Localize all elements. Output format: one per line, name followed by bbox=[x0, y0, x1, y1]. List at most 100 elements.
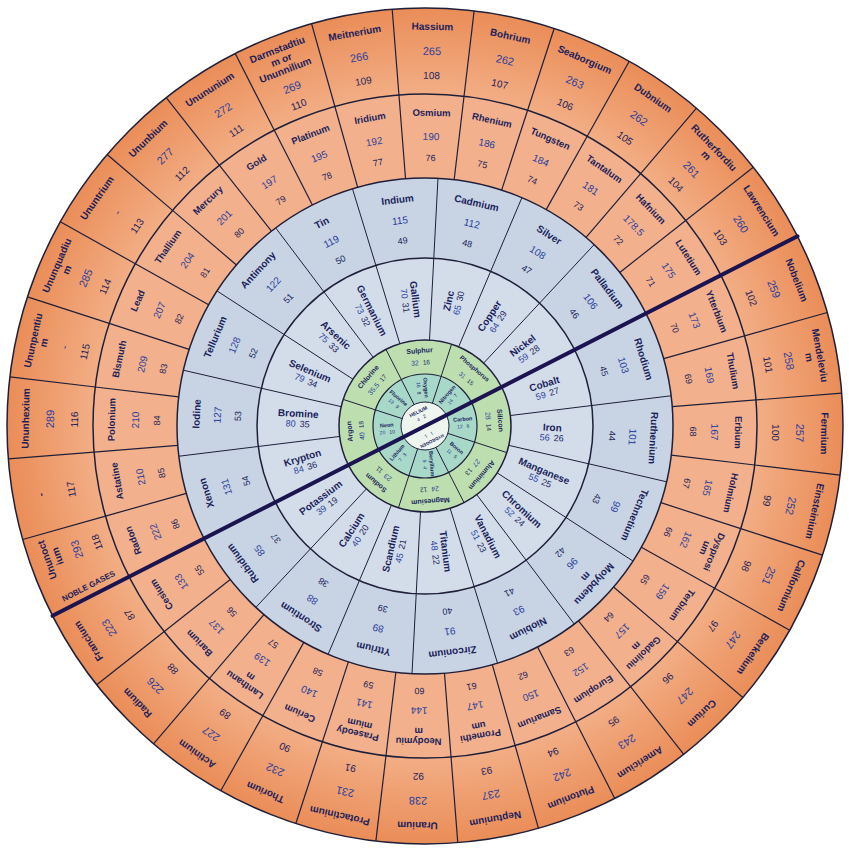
atomic-number: 16 bbox=[422, 359, 430, 367]
atomic-mass: 157 bbox=[612, 621, 632, 640]
atomic-number: 55 bbox=[193, 563, 207, 577]
atomic-mass: 91 bbox=[444, 626, 456, 638]
atomic-number: 74 bbox=[525, 175, 538, 188]
sector-divider bbox=[8, 452, 94, 459]
cell-content: Neodymium14460 bbox=[396, 675, 444, 756]
atomic-number: 72 bbox=[611, 234, 625, 248]
atomic-number: 36 bbox=[306, 461, 318, 473]
atomic-number: 15 bbox=[465, 377, 474, 386]
atomic-number: 6 bbox=[466, 424, 469, 430]
element-cell: Argon4018 bbox=[340, 410, 373, 452]
number-row: 4018 bbox=[358, 421, 367, 441]
element-name: Dysprosium bbox=[690, 525, 728, 576]
atomic-number: 107 bbox=[491, 76, 510, 90]
atomic-number: 31 bbox=[399, 302, 410, 313]
atomic-number: 46 bbox=[567, 307, 581, 321]
number-row: 2412 bbox=[420, 484, 440, 493]
element-name: Einsteinium bbox=[803, 483, 826, 541]
atomic-number: 3 bbox=[403, 452, 409, 458]
sector-divider bbox=[474, 587, 497, 664]
element-name: Tin bbox=[312, 214, 330, 231]
atomic-mass: 147 bbox=[466, 699, 484, 713]
atomic-number: 113 bbox=[128, 216, 146, 235]
atomic-mass: 99 bbox=[609, 500, 623, 515]
atomic-mass: 269 bbox=[282, 78, 304, 96]
atomic-number: 99 bbox=[761, 495, 774, 508]
atomic-mass: 131 bbox=[219, 477, 234, 496]
atomic-mass: 204 bbox=[178, 250, 197, 270]
atomic-number: 94 bbox=[546, 746, 560, 760]
atomic-mass: 40 bbox=[350, 535, 364, 549]
element-name: Neptunium bbox=[468, 809, 521, 829]
number-row: 126 bbox=[457, 424, 470, 430]
element-name: Rhodium bbox=[632, 337, 655, 382]
atomic-number: 103 bbox=[711, 227, 729, 247]
atomic-number: 42 bbox=[552, 544, 566, 558]
atomic-number: 11 bbox=[375, 465, 385, 475]
atomic-mass: 257 bbox=[794, 424, 806, 443]
atomic-mass: 89 bbox=[372, 622, 385, 635]
atomic-mass: - bbox=[58, 344, 71, 350]
number-row: 7031 bbox=[397, 288, 410, 313]
atomic-mass: 32 bbox=[410, 360, 418, 368]
element-name: Niobium bbox=[509, 616, 550, 644]
cell-content: Osmium19076 bbox=[407, 96, 455, 177]
element-name: Protactinium bbox=[308, 804, 370, 828]
element-cell: Uranium23892 bbox=[386, 758, 450, 843]
element-name: Iodine bbox=[190, 399, 203, 429]
atomic-mass: 247 bbox=[674, 686, 696, 707]
atomic-mass: 173 bbox=[687, 311, 703, 331]
atomic-mass: 20 bbox=[380, 430, 386, 436]
atomic-mass: 259 bbox=[765, 279, 783, 301]
atomic-mass: 227 bbox=[200, 723, 222, 743]
atomic-number: 38 bbox=[317, 576, 331, 590]
atomic-mass: 210 bbox=[133, 468, 147, 486]
sector-divider bbox=[95, 387, 178, 397]
atomic-number: 22 bbox=[429, 554, 440, 565]
cell-content: Silicon2814 bbox=[477, 399, 510, 441]
sector-divider bbox=[528, 28, 555, 110]
atomic-mass: 242 bbox=[551, 766, 573, 784]
atomic-mass: 19 bbox=[387, 398, 395, 406]
atomic-number: 40 bbox=[442, 606, 453, 617]
number-row: 94 bbox=[421, 459, 427, 469]
sector-divider bbox=[183, 370, 261, 388]
number-row: 168 bbox=[415, 382, 421, 395]
atomic-number: 101 bbox=[761, 356, 775, 374]
atomic-number: 45 bbox=[597, 365, 609, 377]
atomic-mass: 24 bbox=[431, 484, 439, 492]
element-name: Thulium bbox=[724, 352, 741, 390]
sector-divider bbox=[756, 393, 842, 400]
atomic-mass: 140 bbox=[299, 683, 319, 700]
atomic-number: 4 bbox=[421, 466, 427, 469]
atomic-mass: 201 bbox=[214, 207, 234, 226]
atomic-number: 23 bbox=[473, 542, 486, 555]
atomic-mass: 108 bbox=[528, 243, 548, 261]
atomic-mass: 103 bbox=[616, 356, 631, 375]
sector-divider bbox=[451, 757, 458, 843]
sector-divider bbox=[343, 399, 375, 410]
atomic-mass: 258 bbox=[781, 351, 796, 371]
sector-divider bbox=[263, 642, 304, 715]
atomic-number: 56 bbox=[225, 604, 239, 618]
element-name: Oxygen bbox=[422, 378, 430, 399]
atomic-number: 59 bbox=[362, 678, 374, 690]
element-name: Beryllium bbox=[428, 451, 436, 476]
sector-divider bbox=[135, 264, 208, 305]
element-name: - bbox=[35, 492, 46, 497]
atomic-number: 25 bbox=[539, 478, 552, 491]
sector-divider bbox=[376, 410, 403, 419]
atomic-mass: 4 bbox=[416, 417, 421, 423]
atomic-number: 70 bbox=[667, 322, 680, 335]
atomic-mass: 11 bbox=[445, 448, 453, 456]
atomic-mass: 9 bbox=[421, 459, 427, 462]
element-cell: Erbium16768 bbox=[674, 408, 755, 456]
sector-divider bbox=[221, 716, 263, 791]
cell-content: Iron5626 bbox=[513, 418, 590, 448]
element-cell: Zirconium9140 bbox=[418, 592, 483, 672]
atomic-mass: 48 bbox=[428, 540, 439, 551]
atomic-mass: 96 bbox=[565, 556, 581, 572]
sector-divider bbox=[474, 442, 506, 453]
element-cell: Carbon126 bbox=[449, 413, 476, 433]
element-name: Bismuth bbox=[110, 339, 128, 378]
